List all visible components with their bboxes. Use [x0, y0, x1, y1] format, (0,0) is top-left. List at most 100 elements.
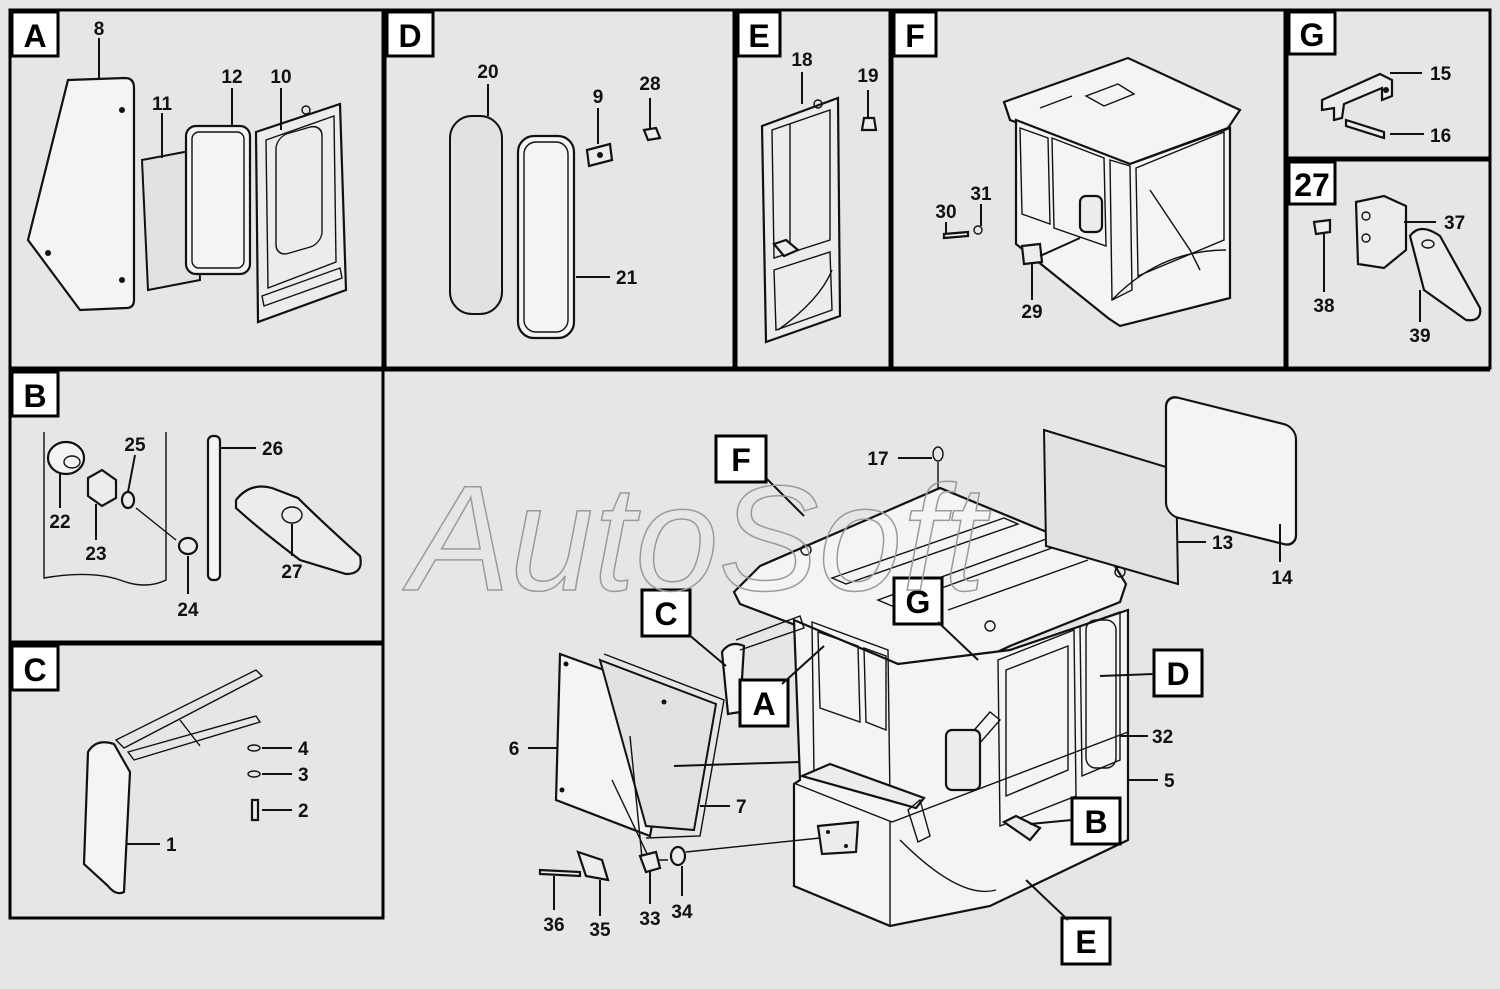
part-label-26: 26: [262, 439, 283, 460]
panel-e-drawing: [760, 96, 878, 344]
part-label-30: 30: [935, 202, 956, 223]
panel-d-label-box: D: [385, 10, 435, 58]
callout-g: G: [906, 584, 931, 620]
part-label-23: 23: [85, 544, 106, 565]
part-label-11: 11: [152, 94, 173, 115]
panel-b-label-box: B: [10, 370, 60, 418]
eye-bolt-17: [932, 446, 944, 462]
clip-28: [642, 126, 662, 142]
part-label-15: 15: [1430, 64, 1452, 85]
panel-d-leaders: 20 9 28 21: [477, 62, 660, 289]
part-label-25: 25: [124, 435, 146, 456]
roof-seal-14: [1164, 396, 1298, 546]
part-label-36: 36: [543, 915, 564, 936]
part-label-34: 34: [671, 902, 693, 923]
callout-a: A: [752, 686, 775, 722]
panel-d-drawing: [449, 115, 662, 340]
pin-38: [1312, 218, 1332, 236]
seal-12: [184, 124, 252, 276]
panel-b-leaders: 25 26 22 23 24 27: [49, 435, 302, 621]
part-label-18: 18: [791, 50, 812, 71]
panel-f-leaders: 30 31 29: [935, 184, 1081, 323]
panel-c-leaders: 4 3 2 1: [126, 739, 309, 856]
panel-c-drawing: [82, 669, 264, 895]
screw-30: [942, 230, 970, 240]
callout-d: D: [1166, 656, 1189, 692]
panel-g-drawing: [1320, 72, 1394, 140]
main-callouts: F G C A D B E: [640, 434, 1204, 966]
panel-b-label: B: [23, 378, 46, 414]
panel-f-drawing: [942, 56, 1242, 328]
panel-27-label: 27: [1294, 167, 1330, 203]
part-label-12: 12: [221, 67, 242, 88]
panel-g-label-box: G: [1287, 10, 1337, 56]
bolt-16: [1344, 118, 1386, 140]
handle-39: [1408, 227, 1482, 322]
part-label-19: 19: [857, 66, 878, 87]
washer-3: [247, 770, 261, 778]
panel-c-label: C: [23, 652, 46, 688]
panel-g-label: G: [1300, 17, 1325, 53]
callout-box-a: [738, 678, 790, 728]
part-label-35: 35: [589, 920, 611, 941]
panel-c-label-box: C: [10, 644, 60, 692]
bushing-34: [669, 845, 687, 867]
callout-box-c: [640, 588, 692, 638]
part-label-5: 5: [1164, 771, 1175, 792]
part-label-10: 10: [270, 67, 291, 88]
part-label-8: 8: [94, 19, 105, 40]
part-label-3: 3: [298, 765, 309, 786]
panel-d-label: D: [398, 18, 421, 54]
main-part-leaders: 17 13 14 6 7 32 5 36 35 33 34: [509, 449, 1293, 941]
panel-f-label-box: F: [892, 10, 938, 58]
part-label-14: 14: [1271, 568, 1293, 589]
part-label-20: 20: [477, 62, 498, 83]
panel-a-drawing: [26, 76, 348, 324]
glass-20: [449, 115, 503, 315]
part-label-21: 21: [616, 268, 638, 289]
part-label-13: 13: [1212, 533, 1233, 554]
washer-24: [177, 536, 199, 556]
part-label-37: 37: [1444, 213, 1465, 234]
part-label-1: 1: [166, 835, 177, 856]
callout-box-d: [1152, 648, 1204, 698]
mirror-1: [82, 741, 132, 895]
screw-2: [250, 798, 260, 822]
part-label-32: 32: [1152, 727, 1173, 748]
lock-plate: [816, 820, 860, 856]
lock-37: [1354, 194, 1408, 270]
bolt-19: [860, 116, 878, 132]
panel-27-drawing: [1312, 194, 1482, 322]
callout-e: E: [1075, 924, 1096, 960]
part-label-4: 4: [298, 739, 309, 760]
part-label-38: 38: [1313, 296, 1334, 317]
door-18: [760, 96, 842, 344]
seal-21: [516, 134, 576, 340]
panel-a-label-box: A: [10, 10, 60, 58]
bolt-36: [538, 868, 582, 878]
panel-b-drawing: [43, 432, 362, 586]
lock-plate-29: [1020, 242, 1044, 266]
seal-strip-26: [206, 434, 222, 582]
callout-b: B: [1084, 804, 1107, 840]
bracket-15: [1320, 72, 1394, 122]
door-glass-8: [26, 76, 136, 312]
panel-g-leaders: 15 16: [1390, 64, 1452, 147]
part-label-6: 6: [509, 739, 520, 760]
panel-e-leaders: 18 19: [791, 50, 879, 118]
part-label-39: 39: [1409, 326, 1430, 347]
main-cab-drawing: [538, 396, 1298, 928]
callout-box-f: [714, 434, 768, 484]
part-label-33: 33: [639, 909, 660, 930]
callout-f: F: [731, 442, 751, 478]
part-label-2: 2: [298, 801, 309, 822]
part-label-27: 27: [281, 562, 302, 583]
callout-box-b: [1070, 796, 1122, 846]
panel-a-label: A: [23, 18, 46, 54]
washer-31: [973, 225, 983, 235]
mirror-arm: [114, 669, 264, 749]
panel-a-leaders: 8 11 12 10: [94, 19, 292, 158]
watermark-autosoft: AutoSoft: [402, 454, 991, 622]
washer-4: [247, 744, 261, 752]
nut-23: [86, 468, 118, 508]
